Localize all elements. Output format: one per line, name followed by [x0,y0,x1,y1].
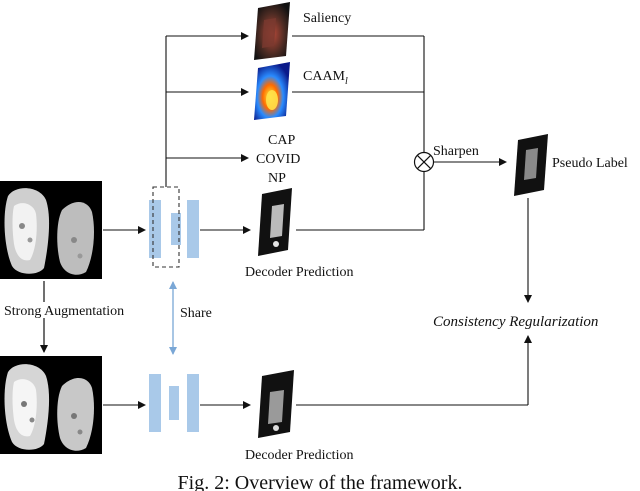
share-label: Share [180,306,212,321]
encoder-block [149,200,161,258]
input-ct-image-bottom [0,356,102,454]
decoder-prediction-image-top [258,188,292,256]
saliency-label: Saliency [303,11,351,26]
decoder-prediction-image-bottom [258,370,294,438]
encoder-dashed-box [152,186,180,268]
decoder-prediction-label-top: Decoder Prediction [245,265,353,280]
figure-caption: Fig. 2: Overview of the framework. [178,472,463,491]
encoder-decoder-bottom [149,374,199,432]
pseudo-label-image [514,134,548,196]
class-label-np: NP [268,171,286,186]
pseudo-label-label: Pseudo Label [552,156,628,171]
bottleneck-block [171,213,181,245]
arrow-prediction-to-consistency [296,335,532,406]
decoder-prediction-label-bottom: Decoder Prediction [245,448,353,463]
caam-label: CAAMl [303,69,348,87]
decoder-block [187,200,199,258]
input-ct-image-top [0,181,102,279]
caam-heatmap [254,62,290,120]
consistency-regularization-label: Consistency Regularization [433,314,598,330]
sharpen-operator-icon [413,151,435,173]
bottleneck-block [169,386,179,420]
class-label-cap: CAP [268,133,295,148]
sharpen-input-lines [292,35,425,231]
strong-augmentation-label: Strong Augmentation [4,304,124,319]
class-label-covid: COVID [256,152,300,167]
encoder-decoder-top [149,186,199,268]
sharpen-label: Sharpen [433,144,479,159]
saliency-map [254,2,290,60]
encoder-block [149,374,161,432]
encoder-branch-lines [165,32,249,187]
decoder-block [187,374,199,432]
